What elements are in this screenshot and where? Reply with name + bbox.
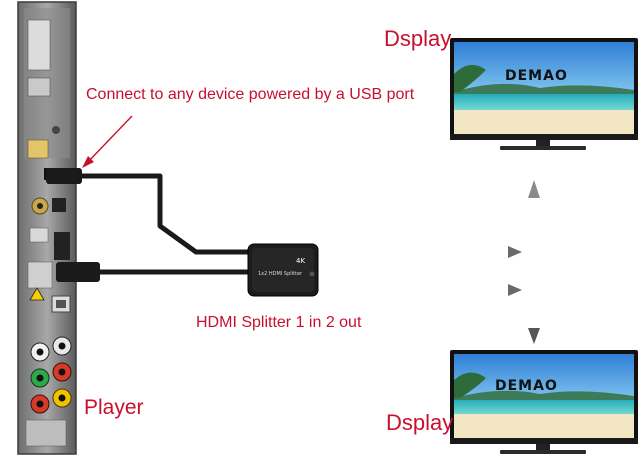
splitter-badge: 4K [296, 257, 305, 265]
splitter-model-label: 1x2 HDMI Splitter [258, 271, 303, 277]
tv-brand-top: DEMAO [505, 68, 568, 84]
usb-power-note: Connect to any device powered by a USB p… [86, 86, 415, 103]
display-bottom-label: Dsplay [386, 410, 454, 435]
hdmi-port [54, 232, 70, 260]
usb-power-cable [46, 168, 250, 255]
arrow-up-to-top-display [528, 180, 540, 250]
output-arrow-upper [318, 246, 522, 258]
tv-brand-bottom: DEMAO [495, 378, 558, 394]
splitter-caption: HDMI Splitter 1 in 2 out [196, 314, 362, 331]
arrow-down-to-bottom-display [528, 300, 540, 344]
display-bottom: DEMAO [450, 350, 638, 454]
player-label: Player [84, 396, 144, 419]
hdmi-input-cable [56, 262, 250, 282]
pointer-arrow-icon [82, 115, 133, 168]
display-top: DEMAO [450, 38, 638, 150]
player-device [17, 1, 77, 455]
hdmi-splitter: 4K 1x2 HDMI Splitter [247, 243, 319, 297]
display-top-label: Dsplay [384, 26, 452, 51]
output-arrow-lower [318, 284, 522, 296]
